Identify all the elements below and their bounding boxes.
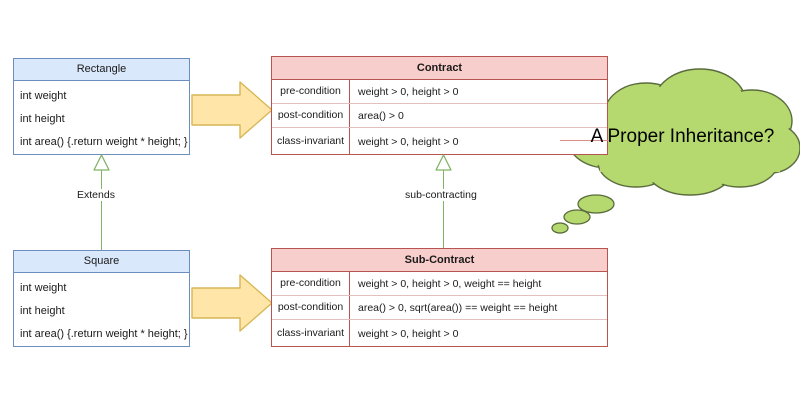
contract-row-value: area() > 0, sqrt(area()) == weight == he… xyxy=(358,301,558,314)
thought-bubble-small xyxy=(551,222,569,234)
class-member: int height xyxy=(20,305,65,317)
contract-row-key: pre-condition xyxy=(272,80,350,103)
contract-row-key: post-condition xyxy=(272,104,350,127)
class-member: int weight xyxy=(20,282,67,294)
contract-row-value: weight > 0, height > 0, weight == height xyxy=(358,277,542,290)
contract-row: post-condition area() > 0, sqrt(area()) … xyxy=(272,296,607,320)
contract-box-contract[interactable]: Contract pre-condition weight > 0, heigh… xyxy=(271,56,608,155)
connector-line-extends xyxy=(101,170,102,250)
inheritance-arrowhead-extends-fill xyxy=(94,155,108,170)
contract-row-value: area() > 0 xyxy=(358,109,404,122)
thought-bubble-medium xyxy=(563,209,591,225)
contract-row-value: weight > 0, height > 0 xyxy=(358,85,459,98)
contract-row: pre-condition weight > 0, height > 0 xyxy=(272,80,607,104)
class-title-square: Square xyxy=(14,251,189,273)
contract-row-key: class-invariant xyxy=(272,128,350,155)
contract-row-key: pre-condition xyxy=(272,272,350,295)
contract-row-value: weight > 0, height > 0 xyxy=(358,327,459,340)
connector-line-subcontracting xyxy=(443,170,444,248)
class-box-square[interactable]: Square int weight int height int area() … xyxy=(13,250,190,347)
block-arrow-square-to-subcontract xyxy=(191,274,273,332)
contract-row: pre-condition weight > 0, height > 0, we… xyxy=(272,272,607,296)
contract-row: class-invariant weight > 0, height > 0 xyxy=(272,320,607,347)
contract-row-value: weight > 0, height > 0 xyxy=(358,135,459,148)
inheritance-arrowhead-subcontracting xyxy=(435,154,452,171)
class-box-rectangle[interactable]: Rectangle int weight int height int area… xyxy=(13,58,190,155)
class-title-rectangle: Rectangle xyxy=(14,59,189,81)
thought-bubble-large xyxy=(577,194,615,214)
contract-rows-contract: pre-condition weight > 0, height > 0 pos… xyxy=(272,80,607,155)
class-member: int area() {.return weight * height; } xyxy=(20,136,188,148)
contract-row: class-invariant weight > 0, height > 0 xyxy=(272,128,607,155)
class-member: int area() {.return weight * height; } xyxy=(20,328,188,340)
class-member: int height xyxy=(20,113,65,125)
contract-title-sub-contract: Sub-Contract xyxy=(272,249,607,272)
contract-row: post-condition area() > 0 xyxy=(272,104,607,128)
callout-text: A Proper Inheritance? xyxy=(590,126,775,147)
connector-label-subcontracting: sub-contracting xyxy=(402,189,480,201)
cloud-connector-line xyxy=(560,140,610,141)
contract-row-key: post-condition xyxy=(272,296,350,319)
contract-rows-sub-contract: pre-condition weight > 0, height > 0, we… xyxy=(272,272,607,347)
contract-box-sub-contract[interactable]: Sub-Contract pre-condition weight > 0, h… xyxy=(271,248,608,347)
class-members-rectangle: int weight int height int area() {.retur… xyxy=(14,81,189,156)
thought-bubbles xyxy=(551,194,615,234)
class-member: int weight xyxy=(20,90,67,102)
contract-title-contract: Contract xyxy=(272,57,607,80)
class-members-square: int weight int height int area() {.retur… xyxy=(14,273,189,348)
contract-row-key: class-invariant xyxy=(272,320,350,347)
connector-label-extends: Extends xyxy=(74,189,118,201)
block-arrow-rectangle-to-contract xyxy=(191,81,273,139)
